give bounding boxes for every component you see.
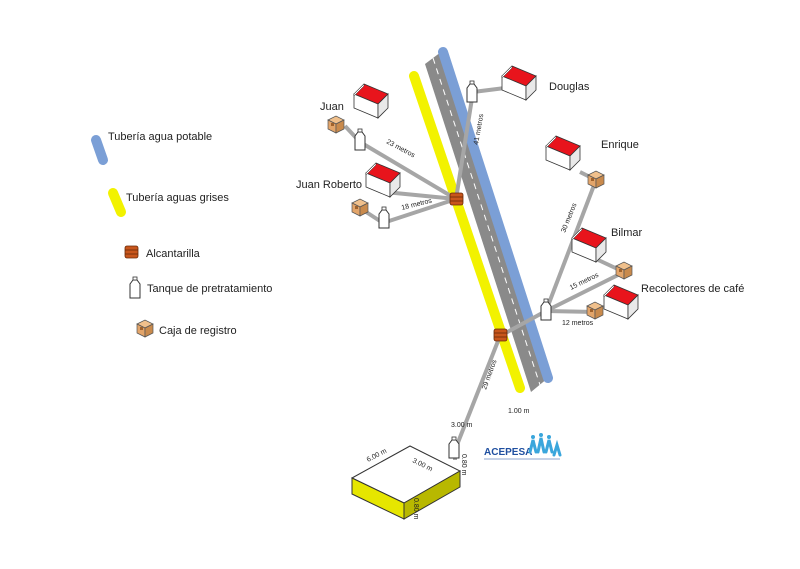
box-icon [136,319,154,338]
distance-label: 23 metros [385,139,416,160]
distance-label: 15 metros [569,272,600,292]
distance-label: 0.80 m [460,454,467,476]
legend-grey-swatch [108,188,126,217]
tank-icon [129,276,141,299]
pipe-house-juanroberto [384,190,457,201]
logo-figures-icon [528,437,562,457]
pipe-juanroberto-sewer [382,197,457,225]
box-icon [586,301,604,320]
potable-water-pipe [438,47,553,383]
legend: Tubería agua potable Tubería aguas grise… [91,131,272,338]
house-label-recolectores: Recolectores de café [641,283,744,295]
tank-icon [466,80,478,103]
acepesa-logo: ACEPESA [484,433,562,460]
distance-label: 41 metros [473,113,485,145]
tank-icon [378,206,390,229]
house-juan-icon [353,83,389,119]
infiltration-field: 6.00 m 3.00 m 0.80 m 0.80 m [350,445,467,520]
house-label-enrique: Enrique [601,139,639,151]
box-icon [351,198,369,217]
pipe-bilmar-down [545,270,625,313]
pipe-enrique-down [544,179,598,312]
house-douglas-icon [501,65,537,101]
legend-potable-label: Tubería agua potable [108,131,212,143]
logo-text: ACEPESA [484,447,532,458]
sewer-icon [124,245,139,259]
legend-sewer-label: Alcantarilla [146,248,201,260]
road [425,52,548,392]
distance-label: 3.00 m [451,422,473,429]
house-label-bilmar: Bilmar [611,227,643,239]
sewer-icon [493,328,508,342]
pipe-juan-sewer [358,140,458,201]
legend-potable-swatch [91,135,108,165]
distance-label: 0.80 m [412,498,419,520]
house-label-juan: Juan [320,101,344,113]
tank-icon [354,128,366,151]
distance-label: 12 metros [562,320,594,327]
field-front-right [403,470,461,520]
pipe-douglas-tank [472,86,506,94]
legend-tank-label: Tanque de pretratamiento [147,283,272,295]
road-corridor [409,47,553,393]
box-icon [615,261,633,280]
road-centerline [432,57,541,386]
house-juan-roberto-icon [365,162,401,198]
house-enrique-icon [545,135,581,171]
house-recolectores-icon [603,284,639,320]
legend-box-label: Caja de registro [159,325,237,337]
legend-grey-label: Tubería aguas grises [126,192,229,204]
distance-label: 1.00 m [508,408,530,415]
sewer-icon [449,192,464,206]
box-icon [327,115,345,134]
pipe-douglas-sewer [454,91,475,200]
house-label-juan-roberto: Juan Roberto [296,179,362,191]
pipe-sewer-tank [453,335,502,451]
house-bilmar-icon [571,227,607,263]
pipe-tank-sewer [499,309,547,338]
box-icon [587,170,605,189]
house-label-douglas: Douglas [549,81,590,93]
